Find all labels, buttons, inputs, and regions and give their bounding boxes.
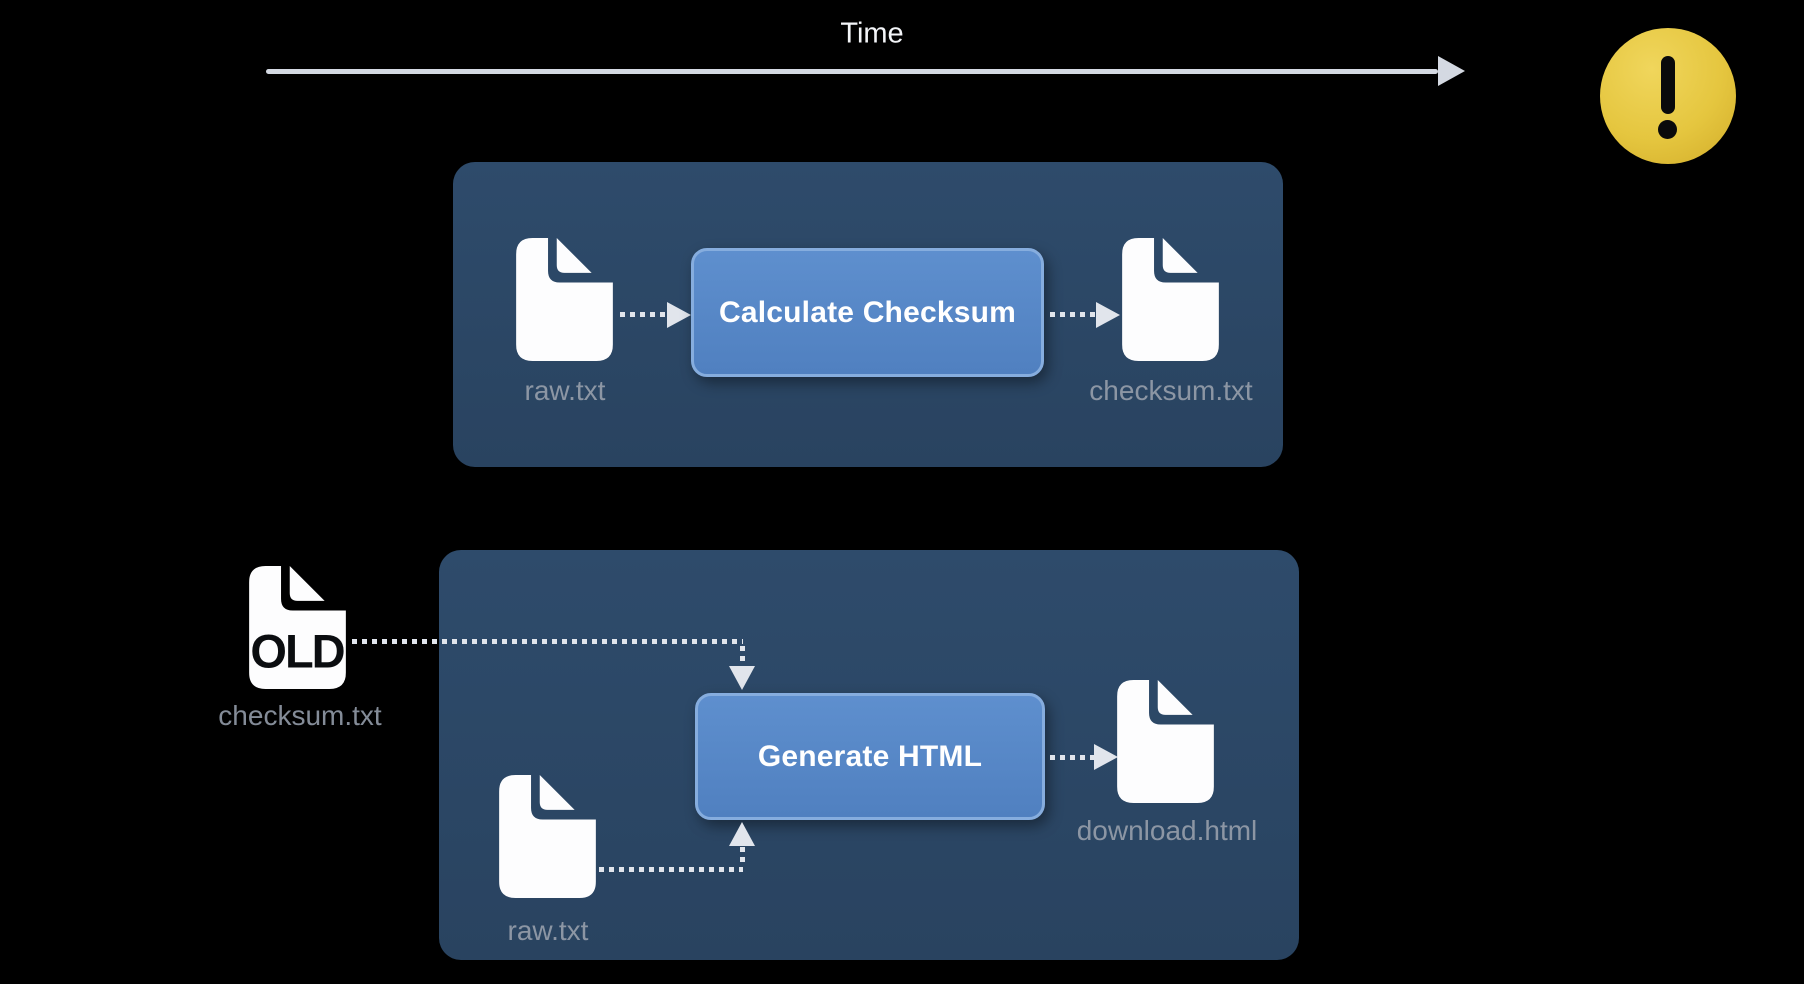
arrowhead-raw-input-icon bbox=[729, 822, 755, 846]
exclamation-dot bbox=[1658, 120, 1677, 139]
file-label-raw-2: raw.txt bbox=[507, 915, 589, 946]
process-label-calculate-checksum: Calculate Checksum bbox=[718, 295, 1017, 329]
dotted-connector-step1-input bbox=[620, 312, 667, 317]
time-arrow-line bbox=[266, 69, 1438, 74]
file-icon-download-output bbox=[1117, 680, 1214, 803]
arrowhead-step1-output-icon bbox=[1096, 302, 1120, 328]
file-label-raw: raw.txt bbox=[524, 375, 606, 406]
arrowhead-stale-input-icon bbox=[729, 666, 755, 690]
warning-icon bbox=[1600, 28, 1736, 164]
arrowhead-step2-output-icon bbox=[1094, 744, 1118, 770]
process-box-generate-html: Generate HTML bbox=[695, 693, 1045, 820]
dotted-connector-step1-output bbox=[1050, 312, 1096, 317]
time-arrowhead-icon bbox=[1438, 56, 1465, 86]
file-icon-raw-input bbox=[516, 238, 613, 361]
dotted-connector-raw-input-h bbox=[599, 867, 743, 872]
dotted-connector-stale-input-h bbox=[352, 639, 743, 644]
process-label-generate-html: Generate HTML bbox=[757, 739, 983, 773]
process-box-calculate-checksum: Calculate Checksum bbox=[691, 248, 1044, 377]
file-label-old-checksum: checksum.txt bbox=[218, 700, 382, 731]
dotted-connector-step2-output bbox=[1050, 755, 1094, 760]
exclamation-bar bbox=[1661, 56, 1675, 114]
arrowhead-step1-input-icon bbox=[667, 302, 691, 328]
dotted-connector-stale-input-v bbox=[740, 646, 745, 666]
old-badge: OLD bbox=[250, 624, 345, 678]
file-icon-checksum-output bbox=[1122, 238, 1219, 361]
file-label-checksum: checksum.txt bbox=[1089, 375, 1253, 406]
time-label: Time bbox=[840, 17, 904, 50]
file-label-download: download.html bbox=[1076, 815, 1258, 846]
dotted-connector-raw-input-v bbox=[740, 847, 745, 867]
file-icon-raw-input-2 bbox=[499, 775, 596, 898]
